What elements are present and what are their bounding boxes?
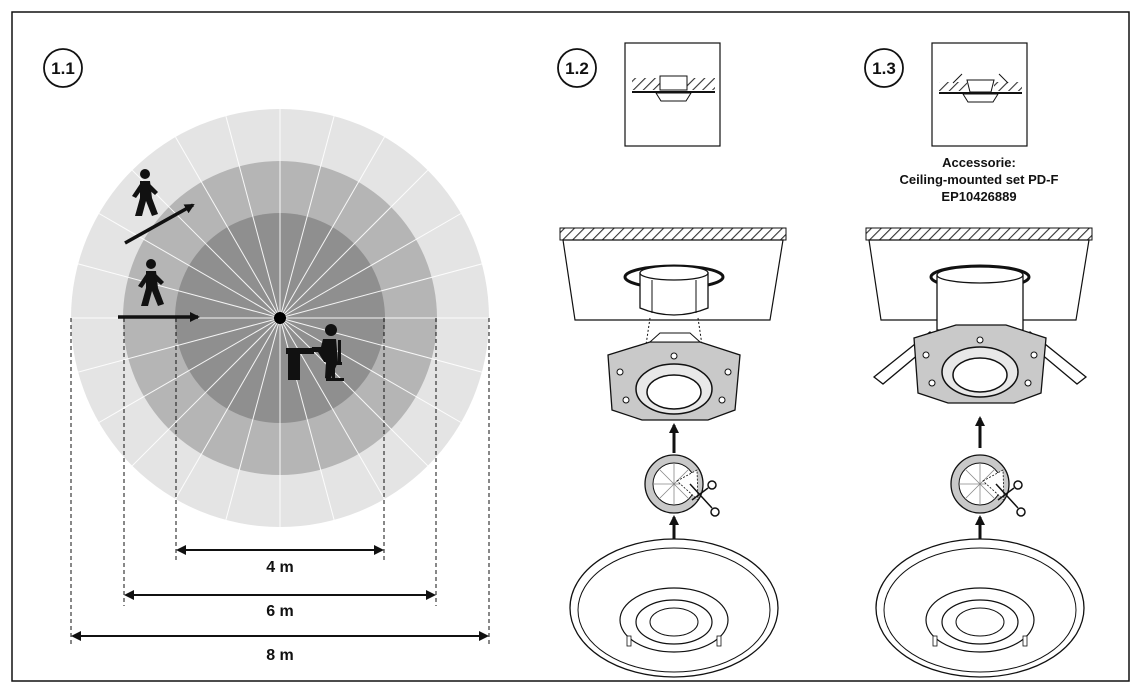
surface-mount-thumbnail (931, 42, 1028, 147)
accessory-part-number: EP10426889 (941, 189, 1016, 204)
dimension-label-6m: 6 m (266, 603, 294, 620)
scissors-icon (689, 480, 720, 517)
zone-segment-line (279, 317, 429, 467)
dimension-label-4m: 4 m (266, 559, 294, 576)
zone-segment-line (279, 136, 385, 319)
zone-segment-line (279, 213, 462, 319)
step-badge-1-1 (43, 48, 83, 88)
zone-segment-line (77, 263, 281, 319)
walking-person-icon-tangential (138, 259, 164, 306)
dimension-label-8m: 8 m (266, 647, 294, 664)
zone-segment-line (279, 115, 335, 319)
step-label-1-2: 1.2 (565, 59, 589, 78)
step-label-1-1: 1.1 (51, 59, 75, 78)
ceiling-cutout-surface (865, 227, 1093, 331)
step-badge-1-2 (557, 48, 597, 88)
mounting-plate-surface (913, 324, 1047, 404)
zone-segment-line (77, 317, 281, 373)
zone-segment-line (98, 317, 281, 423)
zone-segment-line (131, 317, 281, 467)
sensor-flush (569, 538, 779, 678)
zone-segment-line (225, 317, 281, 521)
seated-person-icon (286, 324, 344, 381)
step-badge-1-3 (864, 48, 904, 88)
zone-segment-line (279, 317, 462, 423)
outer-frame (11, 11, 1130, 682)
mounting-plate-flush (607, 332, 741, 421)
zone-segment-line (175, 136, 281, 319)
zone-segment-line (279, 169, 429, 319)
scissors-icon-2 (995, 480, 1026, 517)
walking-person-icon-diagonal (132, 169, 158, 216)
zone-segment-line (279, 317, 483, 373)
accessory-name: Ceiling-mounted set PD-F (900, 172, 1059, 187)
zone-segment-line (98, 213, 281, 319)
zone-segment-line (225, 115, 281, 319)
step-label-1-3: 1.3 (872, 59, 896, 78)
junction-box (639, 265, 709, 346)
sensor-center-dot (274, 312, 286, 324)
flush-mount-thumbnail (624, 42, 721, 147)
zone-segment-line (175, 317, 281, 500)
lens-cap-surface (950, 454, 1010, 514)
accessory-label: Accessorie: (942, 155, 1016, 170)
zone-segment-line (279, 263, 483, 319)
lens-cap-flush (644, 454, 704, 514)
diagonal-walk-arrow (124, 203, 195, 245)
dimension-extension-lines (70, 318, 490, 646)
zone-segment-lines (71, 109, 489, 527)
zone-segment-line (131, 169, 281, 319)
sensor-surface (875, 538, 1085, 678)
